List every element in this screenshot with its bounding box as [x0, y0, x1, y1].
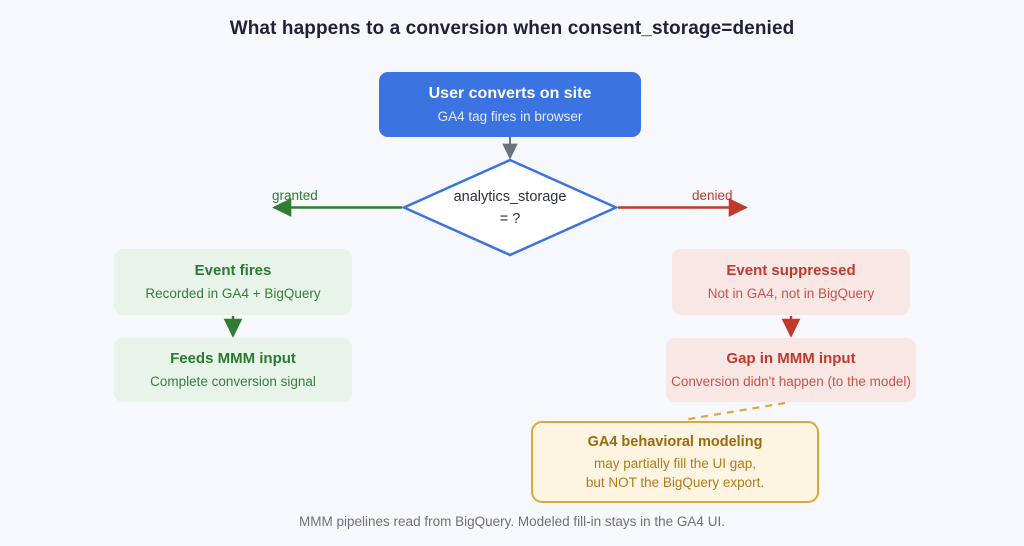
node-gap-mmm-heading: Gap in MMM input	[726, 350, 856, 367]
node-feeds-mmm-subtext: Complete conversion signal	[150, 374, 316, 389]
node-event-fires-subtext: Recorded in GA4 + BigQuery	[145, 286, 321, 301]
node-feeds-mmm-heading: Feeds MMM input	[170, 350, 296, 367]
node-user-converts-subtext: GA4 tag fires in browser	[437, 108, 583, 124]
node-user-converts[interactable]: User converts on site GA4 tag fires in b…	[379, 72, 641, 137]
node-user-converts-heading: User converts on site	[428, 84, 592, 102]
node-event-suppressed[interactable]: Event suppressed Not in GA4, not in BigQ…	[672, 249, 910, 315]
node-decision-line1: analytics_storage	[453, 188, 567, 205]
node-decision-line2: = ?	[499, 210, 521, 227]
node-event-fires[interactable]: Event fires Recorded in GA4 + BigQuery	[114, 249, 352, 315]
node-event-fires-heading: Event fires	[194, 262, 272, 279]
branch-label-denied: denied	[692, 188, 733, 203]
node-note-heading: GA4 behavioral modeling	[587, 434, 763, 450]
node-event-suppressed-subtext: Not in GA4, not in BigQuery	[707, 286, 875, 301]
connector-gap-to-note	[682, 401, 786, 422]
node-gap-mmm-subtext: Conversion didn't happen (to the model)	[671, 374, 911, 389]
node-note-line2: but NOT the BigQuery export.	[585, 475, 765, 490]
footer-caption: MMM pipelines read from BigQuery. Modele…	[299, 514, 725, 529]
node-decision-label: analytics_storage = ?	[404, 160, 616, 255]
node-gap-in-mmm-input[interactable]: Gap in MMM input Conversion didn't happe…	[666, 338, 916, 402]
node-note-line1: may partially fill the UI gap,	[593, 456, 757, 471]
node-ga4-behavioral-modeling[interactable]: GA4 behavioral modeling may partially fi…	[531, 421, 819, 503]
branch-label-granted: granted	[272, 188, 318, 203]
page-title: What happens to a conversion when consen…	[229, 18, 795, 39]
node-feeds-mmm-input[interactable]: Feeds MMM input Complete conversion sign…	[114, 338, 352, 402]
node-decision-analytics-storage[interactable]: analytics_storage = ?	[404, 160, 616, 255]
node-event-suppressed-heading: Event suppressed	[726, 262, 856, 279]
